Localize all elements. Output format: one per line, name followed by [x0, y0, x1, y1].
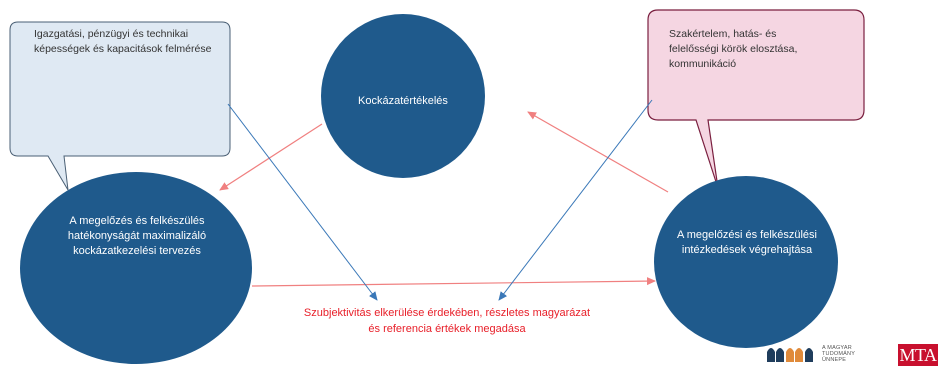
left-callout-text: Igazgatási, pénzügyi és technikai képess… [34, 28, 212, 55]
implementation-circle [654, 176, 838, 348]
magyar-tudomany-logo-icon [767, 348, 813, 362]
arrow-right-callout-to-annotation [498, 99, 653, 301]
node-risk-assessment: Kockázatértékelés [358, 95, 448, 107]
right-callout-text: Szakértelem, hatás- és felelősségi körök… [669, 28, 798, 70]
arrow-implementation-to-assessment [527, 111, 669, 193]
arrow-planning-to-implementation [251, 277, 656, 287]
left-callout-bubble [9, 21, 231, 191]
risk-planning-circle [20, 172, 252, 364]
mta-logo: MTA [898, 344, 938, 366]
logo-name-line2: TUDOMÁNY [822, 351, 856, 357]
risk-assessment-circle [321, 14, 485, 178]
logo-name: A MAGYAR TUDOMÁNY ÜNNEPE [822, 345, 872, 363]
arrow-assessment-to-planning [219, 123, 323, 191]
arrow-left-callout-to-annotation [227, 103, 378, 301]
node-risk-planning: A megelőzés és felkészülés hatékonyságát… [67, 215, 207, 257]
logo-name-line1: A MAGYAR [822, 345, 852, 351]
annotation-text: Szubjektivitás elkerülése érdekében, rés… [303, 307, 591, 335]
node-implementation: A megelőzési és felkészülési intézkedése… [676, 229, 817, 256]
logo-name-line3: ÜNNEPE [822, 357, 847, 363]
right-callout-bubble [647, 9, 865, 189]
